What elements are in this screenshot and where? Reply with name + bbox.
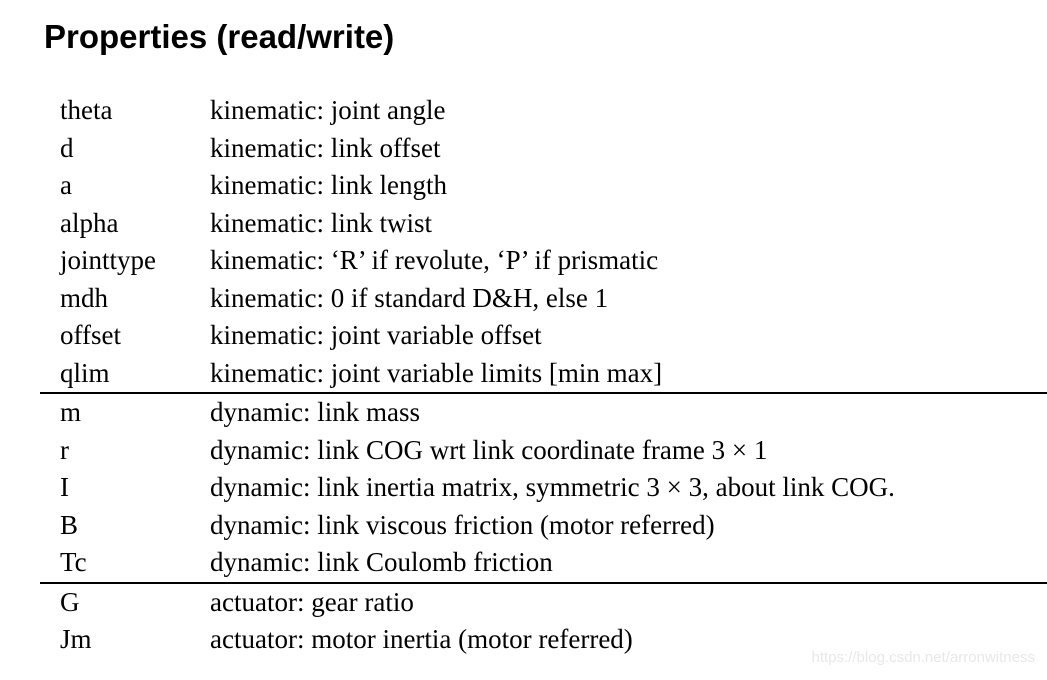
property-description: dynamic: link viscous friction (motor re…: [210, 509, 715, 540]
property-name: B: [60, 509, 79, 540]
properties-table: theta kinematic: joint angle d kinematic…: [40, 92, 1047, 659]
table-row: jointtype kinematic: ‘R’ if revolute, ‘P…: [40, 242, 1047, 280]
property-description: kinematic: 0 if standard D&H, else 1: [210, 282, 609, 313]
table-row: d kinematic: link offset: [40, 130, 1047, 168]
table-section-actuator: G actuator: gear ratio Jm actuator: moto…: [40, 581, 1047, 659]
property-name: alpha: [60, 207, 119, 238]
property-name: mdh: [60, 282, 109, 313]
property-description: dynamic: link COG wrt link coordinate fr…: [210, 434, 768, 465]
property-description: actuator: motor inertia (motor referred): [210, 624, 633, 654]
property-description: kinematic: link length: [210, 170, 447, 200]
table-row: m dynamic: link mass: [40, 394, 1047, 432]
property-name: offset: [60, 320, 121, 350]
property-description: dynamic: link Coulomb friction: [210, 547, 553, 577]
property-name: Jm: [60, 624, 92, 654]
property-name: a: [60, 170, 72, 200]
property-description: kinematic: ‘R’ if revolute, ‘P’ if prism…: [210, 245, 659, 275]
table-row: alpha kinematic: link twist: [40, 205, 1047, 243]
table-row: theta kinematic: joint angle: [40, 92, 1047, 130]
property-description: kinematic: link offset: [210, 132, 441, 163]
property-description: actuator: gear ratio: [210, 586, 414, 617]
property-description: kinematic: link twist: [210, 207, 432, 238]
csdn-watermark: https://blog.csdn.net/arronwitness: [811, 649, 1035, 666]
table-row: Jm actuator: motor inertia (motor referr…: [40, 621, 1047, 659]
table-row: offset kinematic: joint variable offset: [40, 317, 1047, 355]
property-description: dynamic: link mass: [210, 397, 420, 427]
table-row: qlim kinematic: joint variable limits [m…: [40, 355, 1047, 393]
table-section-kinematic: theta kinematic: joint angle d kinematic…: [40, 92, 1047, 392]
property-name: qlim: [60, 357, 110, 388]
property-name: G: [60, 586, 80, 617]
table-row: mdh kinematic: 0 if standard D&H, else 1: [40, 280, 1047, 318]
page-title: Properties (read/write): [44, 18, 395, 56]
property-description: kinematic: joint variable offset: [210, 320, 542, 350]
table-row: r dynamic: link COG wrt link coordinate …: [40, 432, 1047, 470]
property-name: Tc: [60, 547, 87, 577]
property-name: I: [60, 472, 69, 502]
property-name: d: [60, 132, 74, 163]
property-description: kinematic: joint variable limits [min ma…: [210, 357, 663, 388]
table-row: G actuator: gear ratio: [40, 584, 1047, 622]
table-section-dynamic: m dynamic: link mass r dynamic: link COG…: [40, 392, 1047, 582]
table-row: Tc dynamic: link Coulomb friction: [40, 544, 1047, 582]
property-name: jointtype: [60, 245, 156, 275]
table-row: B dynamic: link viscous friction (motor …: [40, 507, 1047, 545]
property-name: theta: [60, 95, 113, 125]
table-row: a kinematic: link length: [40, 167, 1047, 205]
property-name: r: [60, 434, 69, 465]
property-description: kinematic: joint angle: [210, 95, 446, 125]
table-row: I dynamic: link inertia matrix, symmetri…: [40, 469, 1047, 507]
property-description: dynamic: link inertia matrix, symmetric …: [210, 472, 895, 502]
property-name: m: [60, 397, 82, 427]
